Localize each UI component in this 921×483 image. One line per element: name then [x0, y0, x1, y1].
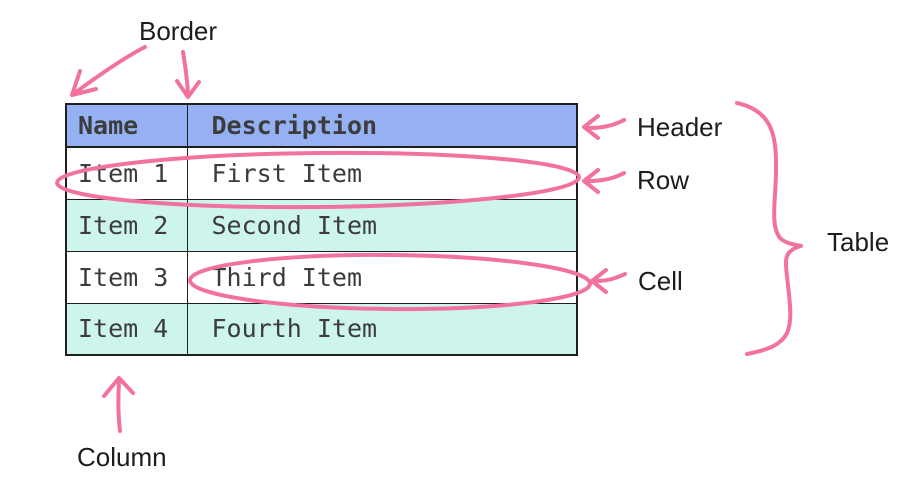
table-label: Table	[827, 227, 890, 257]
border-label: Border	[139, 16, 218, 46]
table-cell: Item 4	[65, 302, 188, 356]
column-header-name: Name	[65, 103, 188, 148]
column-arrow-head-icon	[102, 376, 135, 398]
row-arrow	[587, 171, 626, 183]
border-arrow-diagonal	[74, 45, 147, 94]
cell-arrow-head-icon	[590, 268, 608, 294]
table-cell: Fourth Item	[186, 302, 578, 356]
border-arrow-down-head-icon	[175, 79, 201, 99]
row-arrow-head-icon	[582, 168, 600, 194]
column-header-description: Description	[186, 103, 578, 148]
table-cell: Item 2	[65, 198, 188, 252]
table-cell: Third Item	[186, 250, 578, 304]
table-cell: Item 3	[65, 250, 188, 304]
column-label: Column	[77, 442, 167, 472]
table-cell: Second Item	[186, 198, 578, 252]
header-arrow	[587, 118, 626, 130]
table-header-row: Name Description	[65, 103, 578, 148]
row-label: Row	[637, 165, 690, 195]
table-row: Item 2 Second Item	[65, 198, 578, 252]
table-brace	[735, 101, 803, 356]
table-row: Item 1 First Item	[65, 146, 578, 200]
border-arrow-diagonal-head-icon	[70, 69, 98, 97]
table-cell: Item 1	[65, 146, 188, 200]
table-row: Item 3 Third Item	[65, 250, 578, 304]
header-arrow-head-icon	[582, 114, 600, 140]
cell-arrow	[595, 272, 627, 283]
cell-label: Cell	[638, 266, 683, 296]
header-label: Header	[637, 112, 723, 142]
table-row: Item 4 Fourth Item	[65, 302, 578, 356]
border-arrow-down	[181, 50, 190, 95]
table-cell: First Item	[186, 146, 578, 200]
column-arrow	[116, 380, 122, 433]
example-table: Name Description Item 1 First Item Item …	[65, 103, 578, 356]
